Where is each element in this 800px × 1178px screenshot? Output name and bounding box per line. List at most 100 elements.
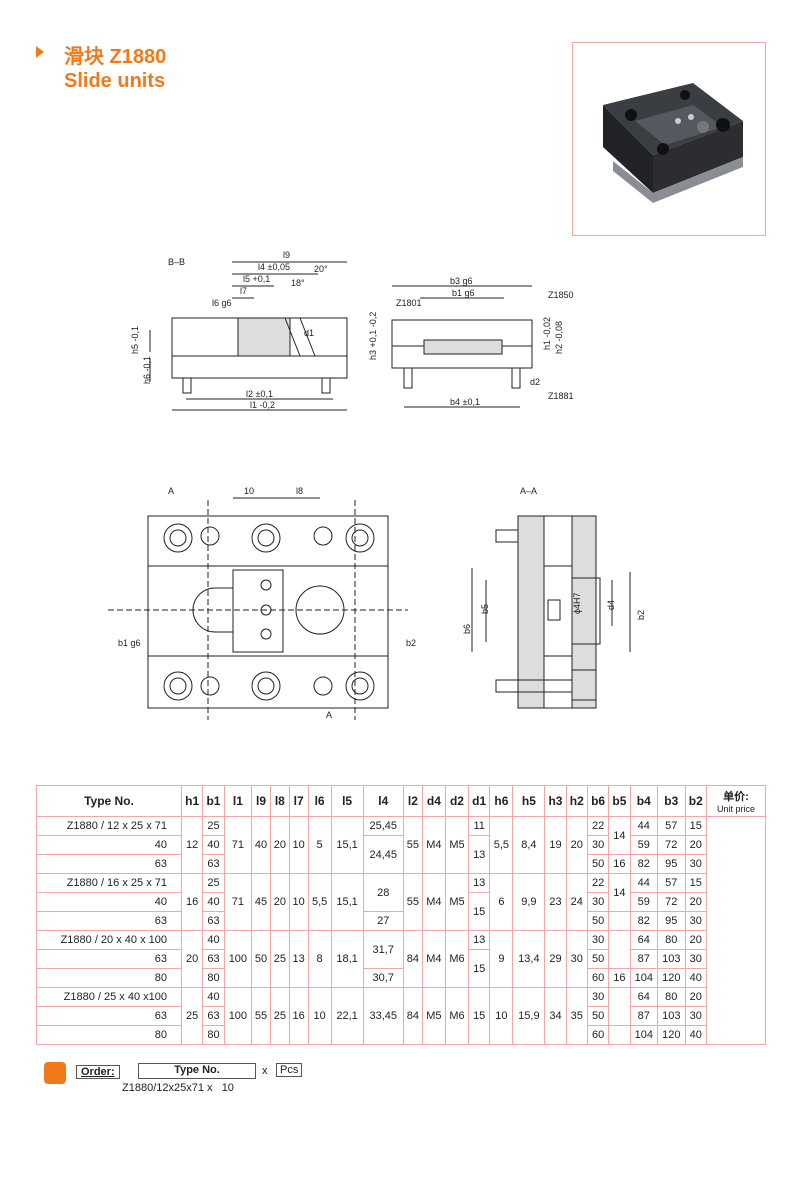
table-cell-l6: 8	[307, 930, 332, 988]
table-cell-l4: 25,45	[362, 816, 404, 836]
table-cell-b1: 63	[202, 911, 225, 931]
label-b4: b4 ±0,1	[450, 397, 480, 407]
table-cell-l8: 25	[269, 930, 290, 988]
table-cell-b5	[608, 1025, 631, 1045]
table-cell-type: 40	[36, 835, 182, 855]
table-cell-l7: 16	[288, 987, 309, 1045]
table-cell-b2: 30	[684, 1006, 708, 1026]
table-cell-l4: 30,7	[362, 968, 404, 988]
table-cell-d1: 15	[468, 949, 491, 988]
order-example-times: x	[207, 1082, 213, 1094]
table-cell-l6: 5	[307, 816, 332, 874]
table-cell-b1: 40	[202, 930, 225, 950]
label-b-right: b2	[406, 638, 416, 648]
table-header: d4	[421, 785, 446, 817]
label-h3: h3 +0,1 -0,2	[368, 312, 378, 360]
table-cell-b3: 80	[657, 987, 686, 1007]
table-cell-l5: 15,1	[330, 816, 364, 874]
table-cell-b3: 120	[657, 968, 686, 988]
table-cell-d1: 15	[468, 892, 491, 931]
table-cell-b6: 50	[586, 1006, 610, 1026]
table-cell-l2: 84	[403, 930, 423, 988]
table-cell-h5: 13,4	[512, 930, 546, 988]
title-chinese: 滑块 Z1880	[64, 46, 167, 68]
table-cell-b4: 59	[629, 892, 659, 912]
table-cell-l5: 22,1	[330, 987, 364, 1045]
label-z1801: Z1801	[396, 298, 422, 308]
table-cell-d1: 13	[468, 835, 491, 874]
label-phi4: ϕ4H7	[572, 592, 582, 614]
table-cell-b3: 80	[657, 930, 686, 950]
table-header: d1	[468, 785, 491, 817]
table-cell-b2: 20	[684, 835, 708, 855]
table-cell-h6: 5,5	[489, 816, 514, 874]
label-b-left: b1 g6	[118, 638, 141, 648]
table-cell-b4: 44	[629, 816, 659, 836]
table-cell-b2: 20	[684, 892, 708, 912]
table-cell-b3: 103	[657, 1006, 686, 1026]
table-cell-b4: 87	[629, 1006, 659, 1026]
table-header: l5	[330, 785, 364, 817]
title-english: Slide units	[64, 70, 166, 92]
table-cell-l2: 55	[403, 816, 423, 874]
table-cell-b4: 82	[629, 854, 659, 874]
table-cell-b4: 104	[629, 968, 659, 988]
label-l2: l2 ±0,1	[246, 389, 273, 399]
table-cell-b4: 44	[629, 873, 659, 893]
label-d2: d2	[530, 377, 540, 387]
table-cell-b6: 50	[586, 911, 610, 931]
table-cell-type: 63	[36, 949, 182, 969]
table-header: d2	[444, 785, 470, 817]
table-cell-l2: 55	[403, 873, 423, 931]
label-ang18: 18°	[291, 278, 305, 288]
table-cell-b2: 15	[684, 816, 708, 836]
table-cell-b1: 80	[202, 1025, 225, 1045]
table-cell-d4: M4	[421, 873, 446, 931]
table-cell-b1: 40	[202, 987, 225, 1007]
table-cell-b6: 60	[586, 968, 610, 988]
order-label: Order:	[76, 1065, 120, 1079]
label-b2: b2	[636, 610, 646, 620]
technical-drawing: B–B l9 l4 ±0,05 l5 +0,1 l7 l6 g6 18° 20°…	[108, 250, 646, 720]
label-a-top: A	[168, 486, 174, 496]
table-cell-l9: 40	[251, 816, 271, 874]
table-cell-b2: 40	[684, 968, 708, 988]
table-cell-d2: M6	[444, 987, 470, 1045]
table-cell-b2: 30	[684, 854, 708, 874]
table-cell-l4: 33,45	[362, 987, 404, 1045]
table-cell-h6: 6	[489, 873, 514, 931]
table-cell-b3: 120	[657, 1025, 686, 1045]
table-cell-h1: 20	[180, 930, 204, 988]
label-z1850: Z1850	[548, 290, 574, 300]
table-cell-l5: 15,1	[330, 873, 364, 931]
label-b3: b3 g6	[450, 276, 473, 286]
table-cell-b6: 30	[586, 892, 610, 912]
label-h5: h5 -0,1	[130, 326, 140, 354]
table-cell-d1: 13	[468, 930, 491, 950]
table-header: l9	[251, 785, 271, 817]
slide-unit-photo-icon	[603, 83, 743, 203]
table-header: h5	[512, 785, 546, 817]
table-cell-b6: 50	[586, 854, 610, 874]
table-header-unit-price: 单价:Unit price	[706, 785, 766, 817]
table-cell-h2: 35	[565, 987, 588, 1045]
table-cell-b6: 50	[586, 949, 610, 969]
order-pcs-box: Pcs	[276, 1063, 303, 1077]
table-header: h2	[565, 785, 588, 817]
table-cell-l1: 100	[223, 987, 253, 1045]
table-cell-d4: M4	[421, 930, 446, 988]
table-cell-l9: 50	[251, 930, 271, 988]
table-cell-b2: 20	[684, 930, 708, 950]
table-cell-b6: 22	[586, 873, 610, 893]
table-cell-type: Z1880 / 16 x 25 x 71	[36, 873, 182, 893]
table-cell-b6: 30	[586, 835, 610, 855]
table-cell-b6: 60	[586, 1025, 610, 1045]
product-photo	[572, 42, 766, 236]
